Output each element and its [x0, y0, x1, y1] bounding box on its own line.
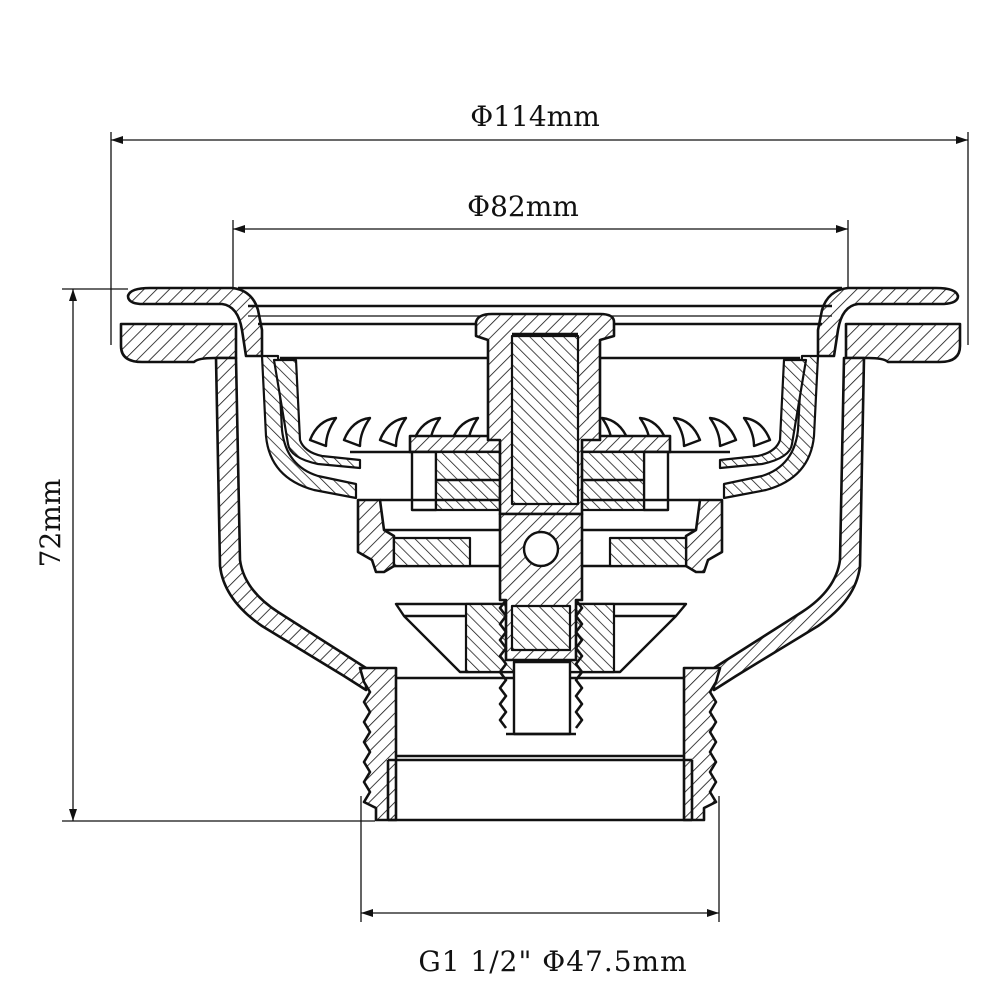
- dimension-height: 72mm: [34, 288, 375, 822]
- dimension-thread: G1 1/2" Φ47.5mm: [360, 796, 720, 978]
- strainer-body: [119, 286, 962, 822]
- height-label: 72mm: [34, 479, 67, 568]
- thread-size-label: G1 1/2" Φ47.5mm: [418, 945, 687, 978]
- flange-diameter-label: Φ114mm: [470, 100, 600, 133]
- dimension-basket: Φ82mm: [232, 190, 849, 290]
- cross-pin-hole: [522, 530, 560, 568]
- threaded-rod: [498, 599, 584, 729]
- dimension-flange: Φ114mm: [110, 100, 969, 345]
- basket-diameter-label: Φ82mm: [467, 190, 579, 223]
